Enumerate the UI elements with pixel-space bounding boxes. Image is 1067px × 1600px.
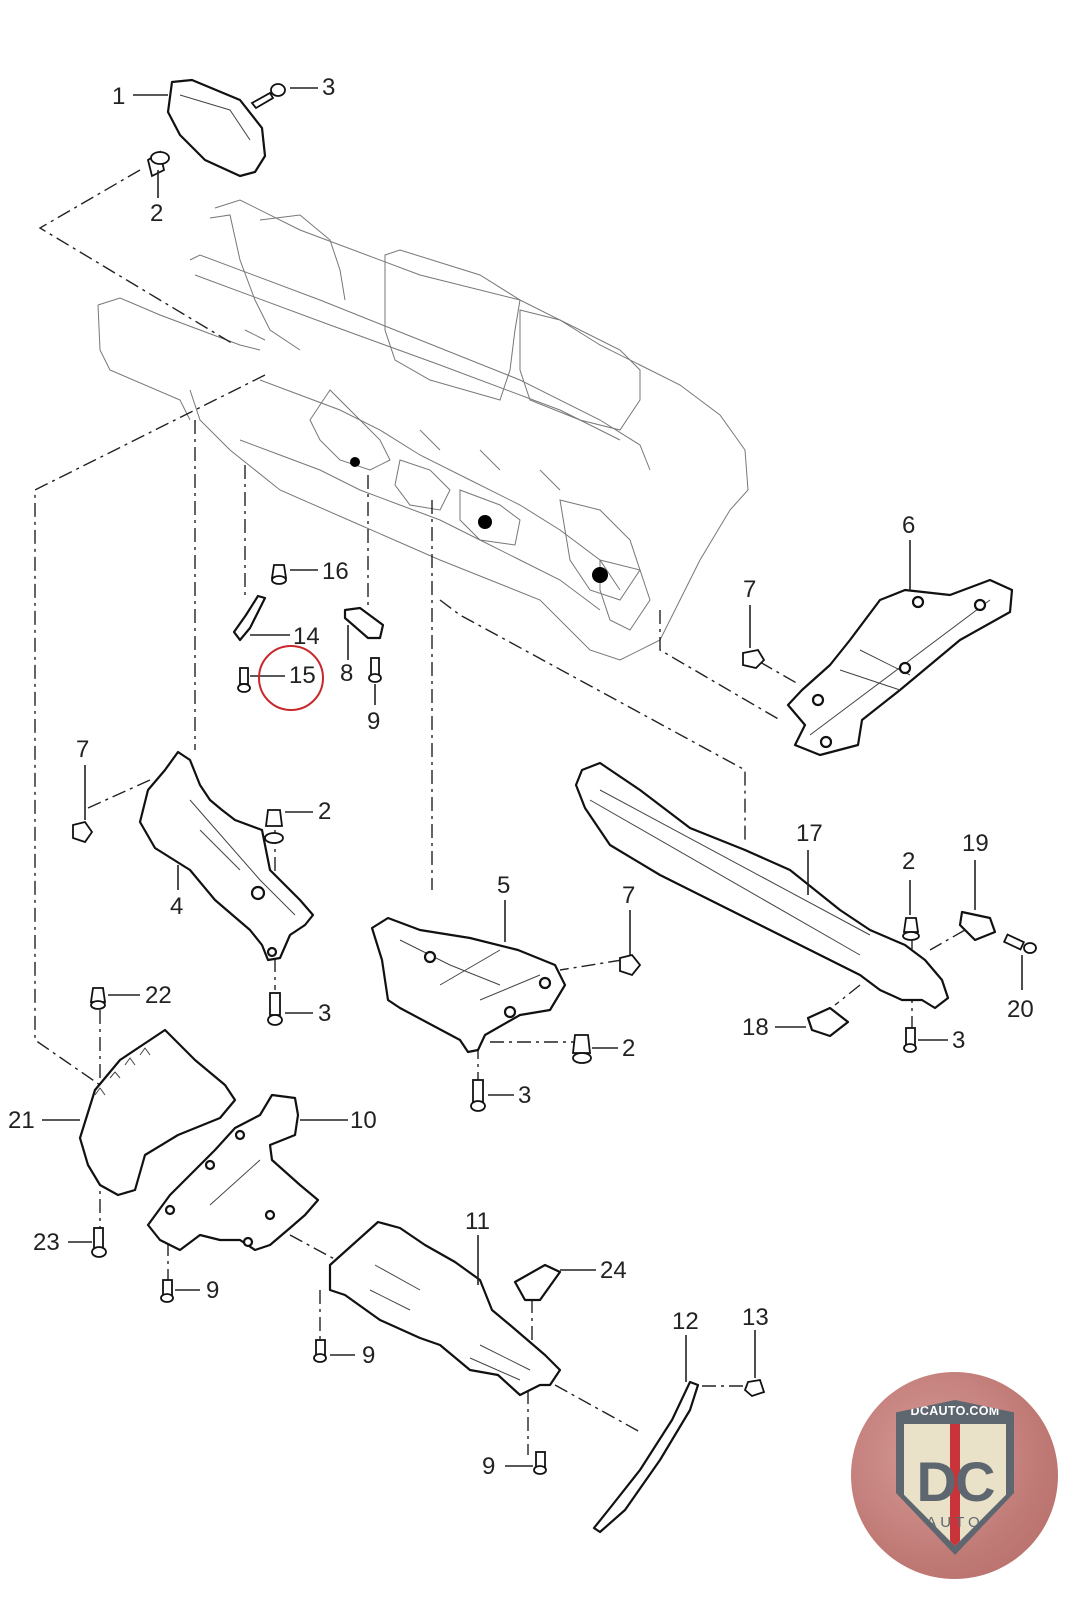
- part-9-screw[interactable]: [160, 1279, 174, 1303]
- part-17-long-panel[interactable]: [574, 761, 950, 1010]
- part-20-bolt[interactable]: [1002, 933, 1037, 954]
- part-9-screw[interactable]: [313, 1339, 327, 1363]
- callout-7[interactable]: 7: [622, 882, 636, 909]
- highlight-circle: [258, 645, 324, 711]
- callout-3[interactable]: 3: [952, 1027, 966, 1054]
- callout-24[interactable]: 24: [600, 1257, 627, 1284]
- callout-9[interactable]: 9: [206, 1277, 220, 1304]
- logo-shield: DCAUTO.COM DC AUTO: [896, 1400, 1014, 1555]
- logo-letters: DC: [916, 1450, 996, 1513]
- part-5-center-panel[interactable]: [370, 916, 567, 1054]
- callout-9[interactable]: 9: [482, 1453, 496, 1480]
- callout-22[interactable]: 22: [145, 982, 172, 1009]
- part-3-screw[interactable]: [470, 1079, 486, 1112]
- part-7-nut[interactable]: [619, 953, 642, 977]
- logo-inner: DC AUTO: [904, 1424, 1006, 1546]
- callout-2[interactable]: 2: [318, 798, 332, 825]
- part-11-rear-tray[interactable]: [328, 1220, 562, 1397]
- callout-11[interactable]: 11: [465, 1208, 490, 1235]
- part-6-underbody-panel[interactable]: [786, 578, 1014, 757]
- callout-23[interactable]: 23: [33, 1229, 60, 1256]
- callout-8[interactable]: 8: [340, 660, 354, 687]
- callout-21[interactable]: 21: [8, 1107, 35, 1134]
- part-14-bracket[interactable]: [232, 594, 267, 642]
- part-2-clip[interactable]: [902, 917, 920, 941]
- callout-3[interactable]: 3: [318, 1000, 332, 1027]
- part-7-nut[interactable]: [742, 648, 766, 669]
- callout-5[interactable]: 5: [497, 872, 511, 899]
- part-13-nut[interactable]: [743, 1378, 766, 1398]
- callout-leaders: [42, 87, 1023, 1467]
- part-3-screw[interactable]: [250, 83, 286, 110]
- logo-stripe: [950, 1424, 960, 1546]
- part-9-screw[interactable]: [533, 1451, 547, 1475]
- callout-16[interactable]: 16: [322, 558, 349, 585]
- part-7-nut[interactable]: [72, 820, 94, 844]
- part-21-front-shield[interactable]: [78, 1028, 237, 1197]
- part-2-clip[interactable]: [571, 1034, 592, 1064]
- part-23-screw[interactable]: [91, 1227, 107, 1258]
- logo-url-text: DCAUTO.COM: [910, 1404, 1000, 1418]
- callout-3[interactable]: 3: [322, 74, 336, 101]
- callout-9[interactable]: 9: [362, 1342, 376, 1369]
- callout-7[interactable]: 7: [76, 736, 90, 763]
- callout-4[interactable]: 4: [170, 893, 184, 920]
- part-2-clip[interactable]: [146, 150, 170, 178]
- callout-6[interactable]: 6: [902, 512, 916, 539]
- dcauto-watermark-logo: DCAUTO.COM DC AUTO: [851, 1372, 1058, 1579]
- callout-12[interactable]: 12: [672, 1308, 699, 1335]
- part-3-screw[interactable]: [903, 1027, 917, 1053]
- part-10-under-tray[interactable]: [146, 1093, 320, 1252]
- part-9-screw[interactable]: [368, 657, 382, 683]
- part-12-strut[interactable]: [592, 1380, 700, 1534]
- part-22-clip[interactable]: [89, 987, 107, 1010]
- part-3-screw[interactable]: [267, 992, 283, 1026]
- part-8-bracket[interactable]: [343, 606, 385, 640]
- callout-20[interactable]: 20: [1007, 996, 1034, 1023]
- part-2-clip[interactable]: [264, 809, 284, 844]
- assembly-guide-lines: [34, 169, 966, 1455]
- callout-10[interactable]: 10: [350, 1107, 377, 1134]
- part-1-cover-plate[interactable]: [166, 78, 267, 178]
- callout-2[interactable]: 2: [902, 848, 916, 875]
- callout-18[interactable]: 18: [742, 1014, 769, 1041]
- callout-13[interactable]: 13: [742, 1304, 769, 1331]
- part-19-bracket[interactable]: [958, 910, 997, 942]
- logo-subtext: AUTO: [926, 1514, 984, 1531]
- callout-3[interactable]: 3: [518, 1082, 532, 1109]
- part-16-clip[interactable]: [270, 564, 288, 585]
- callout-9[interactable]: 9: [367, 708, 381, 735]
- part-15-screw[interactable]: [237, 667, 251, 693]
- callout-17[interactable]: 17: [796, 820, 823, 847]
- callout-7[interactable]: 7: [743, 576, 757, 603]
- vehicle-body-shell: [97, 199, 749, 661]
- callout-2[interactable]: 2: [622, 1035, 636, 1062]
- part-4-side-panel[interactable]: [138, 750, 315, 962]
- callout-2[interactable]: 2: [150, 200, 164, 227]
- part-18-cover[interactable]: [806, 1006, 850, 1038]
- callout-1[interactable]: 1: [112, 83, 126, 110]
- callout-14[interactable]: 14: [293, 623, 320, 650]
- callout-19[interactable]: 19: [962, 830, 989, 857]
- part-24-bracket[interactable]: [513, 1263, 562, 1302]
